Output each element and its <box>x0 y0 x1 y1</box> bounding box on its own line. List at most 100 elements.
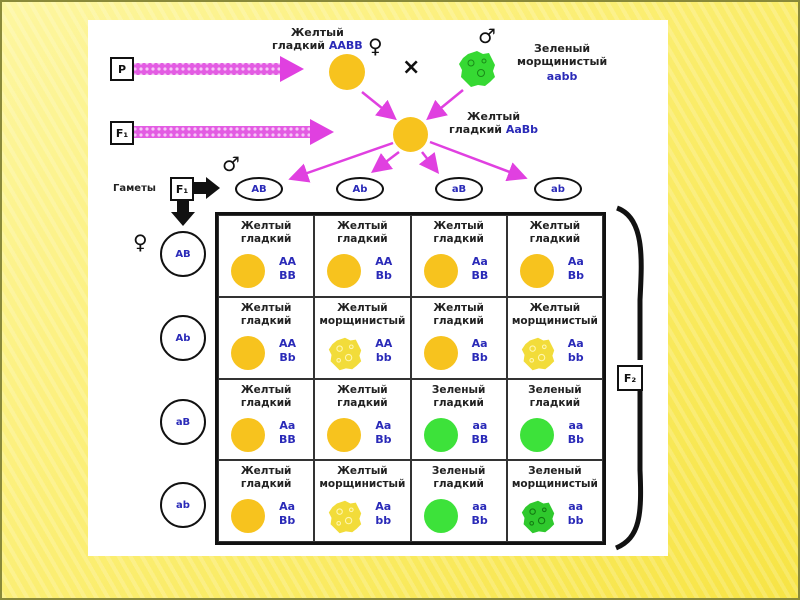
cell-genotype-a: aa <box>472 418 488 432</box>
cell-genotype-a: AA <box>279 255 297 268</box>
male-phenotype-line2: морщинистый <box>517 55 608 68</box>
female-to-f1-arrow <box>361 91 397 121</box>
female-parent-label: Желтый гладкий AABB <box>272 26 363 52</box>
cell-phenotype-color: Зеленый <box>431 383 486 396</box>
f1-phenotype-line1: Желтый <box>467 110 521 123</box>
cell-phenotype-color: Желтый <box>433 301 484 314</box>
male-parent-wrinkled-pea <box>459 51 495 87</box>
cell-phenotype-color: Желтый <box>240 220 292 232</box>
female-gamete-ab: ab <box>160 482 206 528</box>
yellow-smooth-pea <box>519 254 554 288</box>
cell-genotype-b: bb <box>567 514 584 528</box>
cell-phenotype-color: Желтый <box>337 220 388 232</box>
cell-phenotype-color: Желтый <box>240 383 292 396</box>
yellow-wrinkled-pea <box>327 336 362 370</box>
cell-genotype-b: bb <box>567 350 584 364</box>
cell-genotype-a: Aa <box>567 255 584 268</box>
cell-phenotype-color: Зеленый <box>528 383 582 396</box>
gamete-arrow-ab-upper <box>288 141 394 183</box>
f1-generation-box: F₁ <box>110 121 134 145</box>
cell-genotype-b: Bb <box>279 514 296 528</box>
female-gamete-Ab: Ab <box>160 315 206 361</box>
female-genotype: AABB <box>328 39 363 52</box>
cell-phenotype-shape: гладкий <box>240 478 292 491</box>
cell-phenotype-shape: гладкий <box>337 396 388 409</box>
cell-genotype-a: Aa <box>471 336 488 350</box>
cell-genotype-b: Bb <box>567 432 585 446</box>
gamete-arrow-ab <box>429 140 528 182</box>
female-gamete-AB: AB <box>160 231 206 277</box>
female-symbol-icon: ♀ <box>368 34 383 58</box>
cell-genotype-b: Bb <box>471 350 488 364</box>
green-wrinkled-pea <box>520 499 554 534</box>
cell-genotype-b: Bb <box>375 432 392 446</box>
cell-genotype-a: aa <box>568 418 584 432</box>
yellow-smooth-pea <box>327 417 362 452</box>
female-phenotype-line1: Желтый <box>290 26 344 39</box>
f1-genotype: AaBb <box>505 123 539 136</box>
cell-genotype-b: Bb <box>471 514 488 528</box>
yellow-smooth-pea <box>423 335 458 370</box>
cell-phenotype-shape: гладкий <box>433 396 484 409</box>
green-smooth-pea <box>423 499 458 534</box>
cell-genotype-a: Aa <box>375 418 392 432</box>
gamete-arrow-ab-lower <box>371 151 400 173</box>
cell-genotype-a: Aa <box>375 500 392 514</box>
cell-genotype-b: BB <box>471 269 489 282</box>
cell-phenotype-color: Желтый <box>337 383 388 396</box>
female-parent-pea <box>329 54 365 90</box>
cell-genotype-b: BB <box>471 432 489 446</box>
cell-genotype-b: Bb <box>375 269 392 282</box>
male-gamete-ab: ab <box>534 177 582 201</box>
cell-phenotype-shape: гладкий <box>433 314 484 327</box>
cell-phenotype-shape: гладкий <box>433 233 484 245</box>
cell-genotype-a: Aa <box>279 418 296 432</box>
cell-phenotype-shape: гладкий <box>529 396 581 409</box>
cell-genotype-a: Aa <box>471 255 488 268</box>
male-symbol-icon: ♂ <box>478 24 496 48</box>
male-gamete-Ab: Ab <box>336 177 384 201</box>
cell-phenotype-shape: гладкий <box>433 478 484 491</box>
cell-genotype-b: Bb <box>279 350 296 364</box>
yellow-smooth-pea <box>231 417 265 452</box>
f1-pea <box>393 117 428 152</box>
cell-phenotype-color: Зеленый <box>431 465 486 478</box>
cell-phenotype-color: Желтый <box>337 465 388 478</box>
cell-phenotype-color: Зеленый <box>528 465 582 478</box>
yellow-smooth-pea <box>423 254 458 288</box>
male-gamete-AB: AB <box>235 177 283 201</box>
f2-brace <box>614 205 644 551</box>
cell-phenotype-color: Желтый <box>337 301 388 314</box>
cell-genotype-b: bb <box>375 514 392 528</box>
